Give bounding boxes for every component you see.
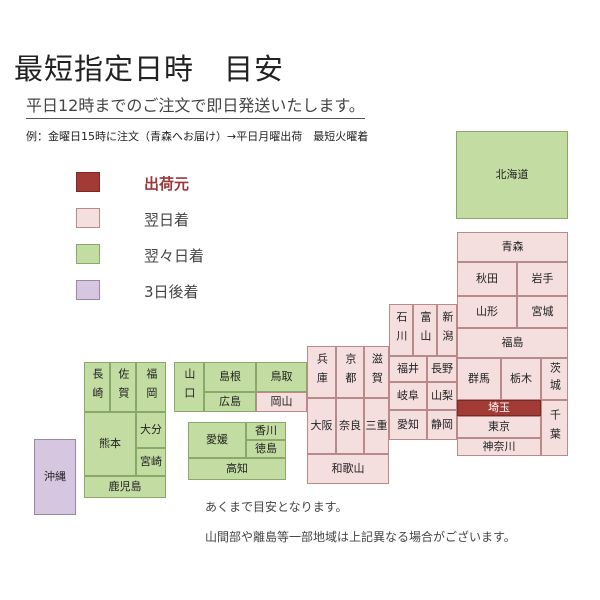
pref-hyogo: 兵庫 — [307, 346, 336, 398]
page-title: 最短指定日時 目安 — [14, 52, 285, 86]
pref-fukushima: 福島 — [457, 328, 568, 358]
pref-yamanashi: 山梨 — [427, 382, 457, 410]
pref-niigata-label: 新潟 — [440, 311, 454, 349]
pref-gifu: 岐阜 — [389, 382, 427, 410]
pref-yamaguchi-label: 山口 — [182, 368, 196, 406]
pref-aomori: 青森 — [457, 232, 568, 262]
pref-miyazaki: 宮崎 — [136, 448, 166, 476]
pref-tokyo: 東京 — [457, 416, 541, 438]
pref-tottori: 鳥取 — [256, 362, 307, 392]
note-estimate: あくまで目安となります。 — [205, 500, 348, 514]
subtitle: 平日12時までのご注文で即日発送いたします。 — [26, 92, 365, 119]
legend-swatch-two-days — [76, 244, 100, 264]
pref-hokkaido: 北海道 — [456, 131, 568, 219]
example-text: 例：金曜日15時に注文（青森へお届け）→平日月曜出荷 最短火曜着 — [26, 130, 369, 143]
pref-hiroshima: 広島 — [204, 392, 256, 412]
pref-miyagi: 宮城 — [517, 296, 568, 328]
pref-fukuoka: 福岡 — [136, 362, 166, 412]
pref-fukuoka-label: 福岡 — [144, 368, 158, 406]
pref-saga: 佐賀 — [110, 362, 136, 412]
pref-shiga: 滋賀 — [364, 346, 389, 398]
pref-kanagawa: 神奈川 — [457, 438, 541, 456]
pref-wakayama: 和歌山 — [307, 454, 389, 484]
pref-toyama: 富山 — [413, 304, 437, 356]
pref-tokushima: 徳島 — [246, 440, 286, 458]
pref-hyogo-label: 兵庫 — [315, 353, 329, 391]
pref-yamagata: 山形 — [457, 296, 517, 328]
pref-kochi: 高知 — [188, 458, 286, 480]
pref-tochigi: 栃木 — [501, 358, 541, 400]
pref-chiba-label: 千葉 — [548, 409, 562, 447]
pref-mie: 三重 — [364, 398, 389, 454]
pref-kagawa: 香川 — [246, 422, 286, 440]
legend-label-origin: 出荷元 — [144, 175, 190, 193]
pref-kyoto-label: 京都 — [343, 353, 357, 391]
pref-ibaraki-label: 茨城 — [548, 362, 562, 396]
legend-label-three-days: 3日後着 — [144, 283, 199, 301]
pref-nagasaki-label: 長崎 — [90, 368, 104, 406]
pref-fukui: 福井 — [389, 356, 427, 382]
pref-toyama-label: 富山 — [418, 311, 432, 349]
pref-kyoto: 京都 — [336, 346, 364, 398]
pref-shizuoka: 静岡 — [427, 410, 457, 440]
pref-saitama: 埼玉 — [457, 400, 541, 416]
legend-swatch-three-days — [76, 280, 100, 300]
legend-label-next-day: 翌日着 — [144, 211, 190, 229]
pref-gunma: 群馬 — [457, 358, 501, 400]
legend-swatch-origin — [76, 172, 100, 192]
pref-saga-label: 佐賀 — [116, 368, 130, 406]
pref-okinawa: 沖縄 — [34, 439, 76, 515]
pref-shiga-label: 滋賀 — [370, 353, 384, 391]
note-exceptions: 山間部や離島等一部地域は上記異なる場合がございます。 — [205, 530, 516, 544]
pref-nagasaki: 長崎 — [84, 362, 110, 412]
pref-kumamoto: 熊本 — [84, 412, 136, 476]
pref-shimane: 島根 — [204, 362, 256, 392]
pref-oita: 大分 — [136, 412, 166, 448]
legend-swatch-next-day — [76, 208, 100, 228]
pref-ishikawa: 石川 — [389, 304, 413, 356]
pref-akita: 秋田 — [457, 262, 517, 296]
pref-okayama: 岡山 — [256, 392, 307, 412]
pref-nara: 奈良 — [336, 398, 364, 454]
pref-aichi: 愛知 — [389, 410, 427, 440]
legend-label-two-days: 翌々日着 — [144, 247, 205, 265]
pref-chiba: 千葉 — [541, 400, 568, 456]
pref-ehime: 愛媛 — [188, 422, 246, 458]
pref-nagano: 長野 — [427, 356, 457, 382]
pref-niigata: 新潟 — [437, 304, 457, 356]
pref-osaka: 大阪 — [307, 398, 336, 454]
pref-ishikawa-label: 石川 — [394, 311, 408, 349]
pref-ibaraki: 茨城 — [541, 358, 568, 400]
pref-kagoshima: 鹿児島 — [84, 476, 166, 498]
pref-yamaguchi: 山口 — [174, 362, 204, 412]
pref-iwate: 岩手 — [517, 262, 568, 296]
